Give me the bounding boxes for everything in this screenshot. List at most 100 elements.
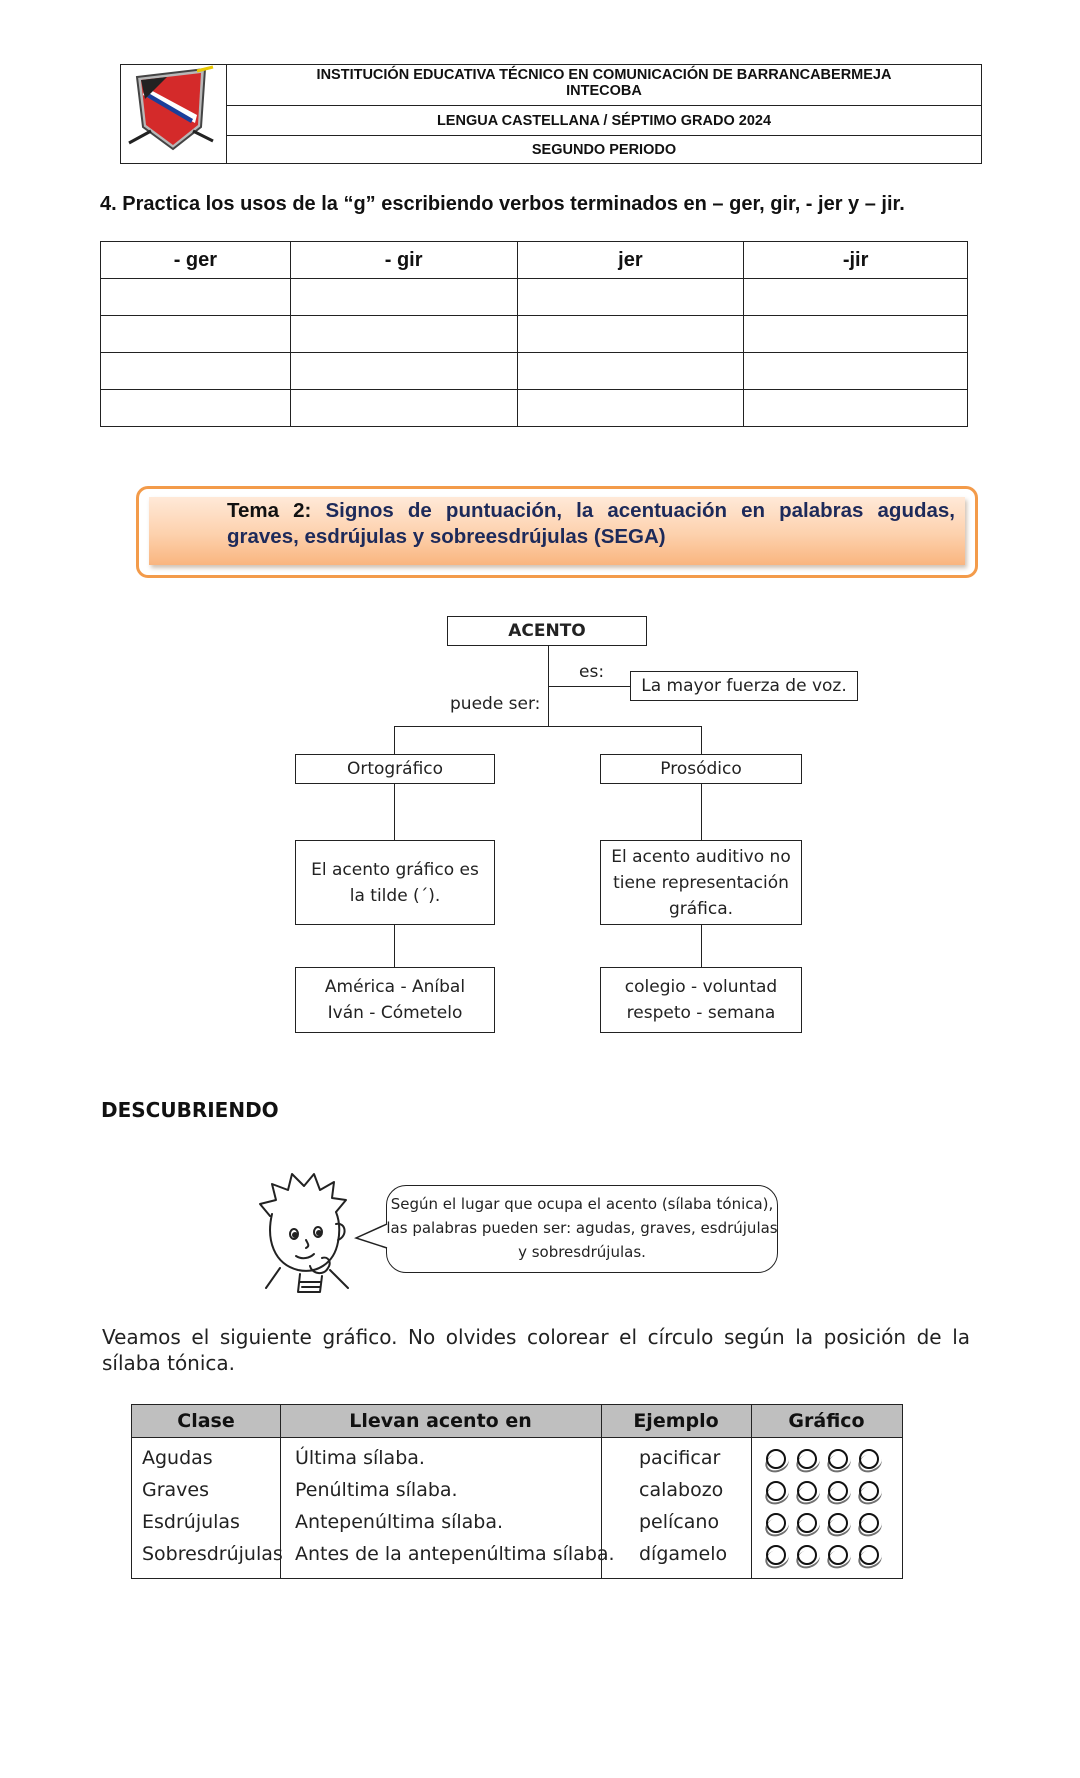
syllable-circle[interactable] bbox=[828, 1513, 848, 1533]
answer-cell[interactable] bbox=[516, 352, 745, 390]
syllable-circle[interactable] bbox=[797, 1545, 817, 1565]
topic-banner-fill bbox=[149, 497, 965, 565]
topic-lead: Tema 2: bbox=[227, 499, 326, 522]
syllable-circle[interactable] bbox=[797, 1513, 817, 1533]
instruction-paragraph: Veamos el siguiente gráfico. No olvides … bbox=[102, 1325, 970, 1375]
map-connector bbox=[394, 925, 395, 967]
answer-cell[interactable] bbox=[516, 389, 745, 427]
syllable-circle[interactable] bbox=[797, 1449, 817, 1469]
map-ortografico-examples: América - Aníbal Iván - Cómetelo bbox=[295, 967, 495, 1033]
document-header: INSTITUCIÓN EDUCATIVA TÉCNICO EN COMUNIC… bbox=[120, 64, 982, 164]
header-clase: Clase bbox=[177, 1410, 235, 1432]
header-grafico: Gráfico bbox=[788, 1410, 865, 1432]
column-jer: jer bbox=[516, 241, 745, 279]
table-row bbox=[100, 315, 968, 353]
answer-cell[interactable] bbox=[516, 315, 745, 353]
map-prosodico-description: El acento auditivo no tiene representaci… bbox=[600, 840, 802, 925]
table-header-row: - ger - gir jer -jir bbox=[100, 241, 968, 279]
answer-cell[interactable] bbox=[743, 315, 968, 353]
map-connector bbox=[701, 784, 702, 840]
syllable-circle[interactable] bbox=[766, 1545, 786, 1565]
map-connector bbox=[394, 726, 702, 727]
cell-acento: Antepenúltima sílaba. bbox=[295, 1511, 504, 1533]
cell-ejemplo: calabozo bbox=[639, 1479, 724, 1501]
answer-cell[interactable] bbox=[289, 315, 518, 353]
table-row bbox=[100, 278, 968, 316]
cell-clase: Graves bbox=[142, 1479, 210, 1501]
syllable-circle[interactable] bbox=[828, 1481, 848, 1501]
example-line: América - Aníbal bbox=[324, 977, 466, 997]
shield-logo-icon bbox=[128, 65, 214, 151]
cell-acento: Última sílaba. bbox=[295, 1447, 425, 1469]
section-heading-descubriendo: DESCUBRIENDO bbox=[101, 1098, 279, 1122]
answer-cell[interactable] bbox=[100, 278, 291, 316]
institution-acronym: INTECOBA bbox=[566, 83, 642, 99]
topic-text: Signos de puntuación, la acentuación en … bbox=[227, 499, 955, 548]
cell-ejemplo: pelícano bbox=[639, 1511, 720, 1533]
syllable-circle[interactable] bbox=[859, 1513, 879, 1533]
map-prosodico-examples: colegio - voluntad respeto - semana bbox=[600, 967, 802, 1033]
cell-ejemplo: dígamelo bbox=[639, 1543, 728, 1565]
answer-cell[interactable] bbox=[100, 352, 291, 390]
header-subject: LENGUA CASTELLANA / SÉPTIMO GRADO 2024 bbox=[227, 107, 981, 136]
answer-cell[interactable] bbox=[743, 389, 968, 427]
answer-cell[interactable] bbox=[743, 278, 968, 316]
syllable-circle[interactable] bbox=[859, 1481, 879, 1501]
map-connector bbox=[701, 726, 702, 754]
cell-clase: Esdrújulas bbox=[142, 1511, 240, 1533]
map-connector bbox=[701, 925, 702, 967]
column-jir: -jir bbox=[743, 241, 968, 279]
map-connector bbox=[394, 784, 395, 840]
example-line: respeto - semana bbox=[626, 1003, 776, 1023]
institution-name: INSTITUCIÓN EDUCATIVA TÉCNICO EN COMUNIC… bbox=[316, 67, 892, 83]
topic-title: Tema 2: Signos de puntuación, la acentua… bbox=[227, 498, 955, 550]
map-ortografico-description: El acento gráfico es la tilde (´). bbox=[295, 840, 495, 925]
map-prosodico: Prosódico bbox=[600, 754, 802, 784]
answer-cell[interactable] bbox=[516, 278, 745, 316]
cell-clase: Sobresdrújulas bbox=[142, 1543, 283, 1565]
syllable-circle[interactable] bbox=[766, 1481, 786, 1501]
column-ger: - ger bbox=[100, 241, 291, 279]
column-gir: - gir bbox=[289, 241, 518, 279]
answer-cell[interactable] bbox=[289, 389, 518, 427]
syllable-circle[interactable] bbox=[859, 1545, 879, 1565]
header-institution: INSTITUCIÓN EDUCATIVA TÉCNICO EN COMUNIC… bbox=[227, 67, 981, 106]
speech-bubble bbox=[386, 1185, 778, 1273]
speech-bubble-text: Según el lugar que ocupa el acento (síla… bbox=[386, 1195, 778, 1261]
example-line: colegio - voluntad bbox=[624, 977, 778, 997]
table-header-row bbox=[132, 1405, 902, 1438]
example-line: Iván - Cómetelo bbox=[327, 1003, 463, 1023]
map-label-puede-ser: puede ser: bbox=[450, 694, 541, 714]
accent-classes-table: Clase Llevan acento en Ejemplo Gráfico A… bbox=[131, 1404, 903, 1579]
syllable-circle[interactable] bbox=[859, 1449, 879, 1469]
answer-cell[interactable] bbox=[289, 278, 518, 316]
cell-ejemplo: pacificar bbox=[639, 1447, 721, 1469]
header-llevan-acento: Llevan acento en bbox=[349, 1410, 532, 1432]
speech-bubble-tail bbox=[354, 1223, 390, 1249]
table-row bbox=[100, 352, 968, 390]
topic-banner bbox=[136, 486, 978, 578]
answer-cell[interactable] bbox=[743, 352, 968, 390]
map-root-acento: ACENTO bbox=[447, 616, 647, 646]
map-connector bbox=[548, 686, 630, 687]
map-ortografico: Ortográfico bbox=[295, 754, 495, 784]
map-definition: La mayor fuerza de voz. bbox=[630, 671, 858, 701]
cell-acento: Antes de la antepenúltima sílaba. bbox=[295, 1543, 615, 1565]
syllable-circle[interactable] bbox=[828, 1449, 848, 1469]
syllable-circle[interactable] bbox=[766, 1449, 786, 1469]
syllable-circle[interactable] bbox=[828, 1545, 848, 1565]
column-divider bbox=[601, 1405, 602, 1578]
answer-cell[interactable] bbox=[100, 315, 291, 353]
column-divider bbox=[280, 1405, 281, 1578]
exercise-4-instruction: 4. Practica los usos de la “g” escribien… bbox=[100, 193, 905, 215]
answer-cell[interactable] bbox=[100, 389, 291, 427]
answer-cell[interactable] bbox=[289, 352, 518, 390]
column-divider bbox=[751, 1405, 752, 1578]
syllable-circle[interactable] bbox=[766, 1513, 786, 1533]
map-label-es: es: bbox=[579, 662, 605, 682]
thinking-boy-icon bbox=[259, 1173, 349, 1293]
cell-clase: Agudas bbox=[142, 1447, 213, 1469]
header-period: SEGUNDO PERIODO bbox=[531, 142, 677, 158]
syllable-circle[interactable] bbox=[797, 1481, 817, 1501]
cell-acento: Penúltima sílaba. bbox=[295, 1479, 458, 1501]
